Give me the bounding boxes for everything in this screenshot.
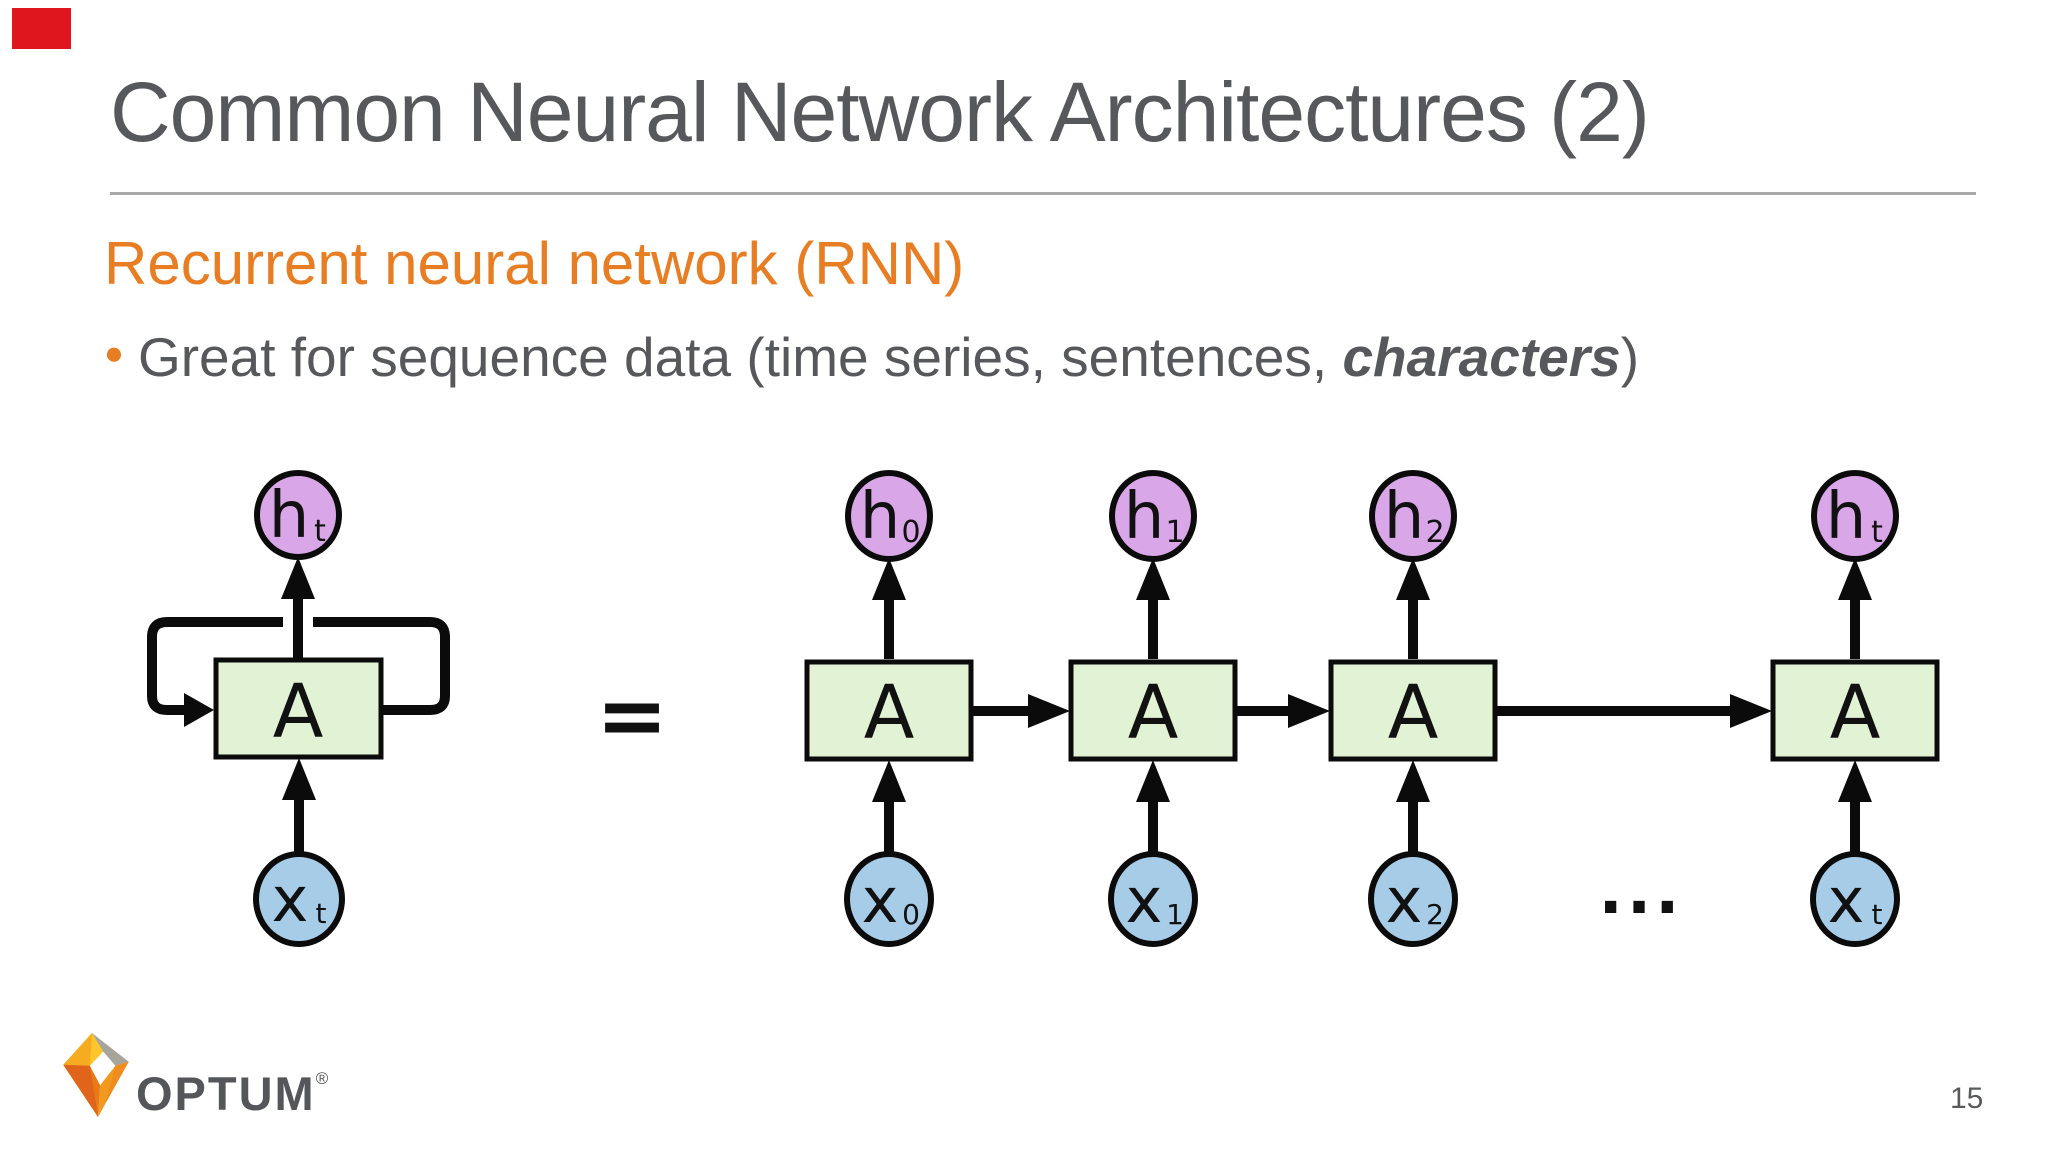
unrolled-step-t: A h t x t (1770, 470, 1940, 947)
rolled-x-node (253, 851, 345, 947)
recording-indicator (12, 8, 71, 49)
unrolled-rnn-chain: A h 0 x 0 A h 1 x 1 (804, 470, 1940, 947)
bullet-marker-icon: ● (104, 334, 124, 372)
ellipsis: ... (1599, 855, 1684, 929)
step2-cell-label: A (1388, 670, 1439, 756)
section-heading: Recurrent neural network (RNN) (104, 230, 965, 297)
stept-input-arrowhead (1838, 760, 1872, 802)
rolled-cell-box (213, 657, 384, 760)
rolled-output-arrowhead (281, 557, 315, 599)
recurrence-arrowhead-0-1 (1028, 694, 1070, 728)
rolled-cell-label: A (273, 669, 324, 755)
logo-facet-topleft-inner (89, 1033, 104, 1066)
logo-facet-right (98, 1061, 129, 1117)
stept-output-arrowhead (1838, 558, 1872, 600)
stept-h-subscript: t (1871, 515, 1883, 550)
step1-cell-label: A (1128, 670, 1179, 756)
bullet-text: Great for sequence data (time series, se… (137, 326, 1343, 388)
step2-output-arrowhead (1396, 558, 1430, 600)
bullet-item: ●Great for sequence data (time series, s… (104, 330, 1639, 385)
rolled-x-subscript: t (316, 897, 327, 930)
bullet-text-emphasis: characters (1342, 326, 1621, 388)
stept-h-node (1811, 470, 1899, 562)
page-title: Common Neural Network Architectures (2) (110, 65, 1650, 159)
recurrent-loop-right (313, 617, 450, 715)
step0-x-node (844, 851, 934, 947)
step0-output-arrowhead (872, 558, 906, 600)
stept-x-subscript: t (1872, 898, 1883, 931)
stept-cell-box (1770, 659, 1940, 762)
unrolled-step-1: A h 1 x 1 (1068, 470, 1238, 947)
rolled-rnn-cell: A h t x t (147, 470, 450, 947)
step2-x-label: x (1386, 864, 1423, 937)
recurrence-arrowhead-2-t (1730, 694, 1772, 728)
step2-input-arrowhead (1396, 760, 1430, 802)
stept-x-node (1810, 851, 1900, 947)
step1-h-subscript: 1 (1165, 515, 1184, 550)
step0-cell-box (804, 659, 974, 762)
logo-facet-gray (91, 1033, 129, 1066)
registered-trademark-symbol: ® (315, 1069, 329, 1088)
rolled-input-arrowhead (282, 758, 316, 800)
step0-h-subscript: 0 (901, 515, 920, 550)
step2-h-node (1369, 470, 1457, 562)
step1-x-node (1108, 851, 1198, 947)
recurrent-loop-left (147, 617, 283, 715)
step1-cell-box (1068, 659, 1238, 762)
step0-h-node (845, 470, 933, 562)
recurrence-arrowhead-1-2 (1288, 694, 1330, 728)
step0-cell-label: A (864, 670, 915, 756)
rolled-x-label: x (272, 863, 309, 936)
step0-x-subscript: 0 (902, 898, 920, 931)
optum-wordmark: OPTUM® (136, 1070, 328, 1117)
footer-brand: OPTUM® (62, 1030, 382, 1120)
optum-logo-mark (63, 1033, 129, 1117)
step0-h-label: h (860, 480, 901, 554)
step1-input-arrowhead (1136, 760, 1170, 802)
step2-h-label: h (1384, 480, 1425, 554)
rolled-h-subscript: t (314, 514, 326, 549)
step2-x-subscript: 2 (1426, 898, 1444, 931)
unrolled-step-0: A h 0 x 0 (804, 470, 974, 947)
step1-x-subscript: 1 (1166, 898, 1184, 931)
recording-indicator-rect (12, 8, 71, 49)
optum-wordmark-text: OPTUM (136, 1067, 316, 1120)
step1-h-label: h (1124, 480, 1165, 554)
step1-h-node (1109, 470, 1197, 562)
rolled-h-label: h (269, 479, 310, 553)
stept-x-label: x (1828, 864, 1865, 937)
logo-facet-right-inner (105, 1061, 129, 1104)
step1-x-label: x (1126, 864, 1163, 937)
unrolled-step-2: A h 2 x 2 (1328, 470, 1498, 947)
page-number: 15 (1950, 1082, 1984, 1115)
step0-input-arrowhead (872, 760, 906, 802)
step2-h-subscript: 2 (1425, 515, 1444, 550)
recurrent-loop-arrowhead (184, 693, 214, 727)
equals-sign: = (596, 666, 668, 766)
rolled-h-node (254, 470, 342, 560)
logo-facet-left-inner (63, 1064, 99, 1117)
step2-x-node (1368, 851, 1458, 947)
stept-h-label: h (1826, 480, 1867, 554)
step0-x-label: x (862, 864, 899, 937)
step2-cell-box (1328, 659, 1498, 762)
bullet-text-suffix: ) (1620, 326, 1640, 388)
stept-cell-label: A (1830, 670, 1881, 756)
title-divider (110, 192, 1976, 195)
step1-output-arrowhead (1136, 558, 1170, 600)
